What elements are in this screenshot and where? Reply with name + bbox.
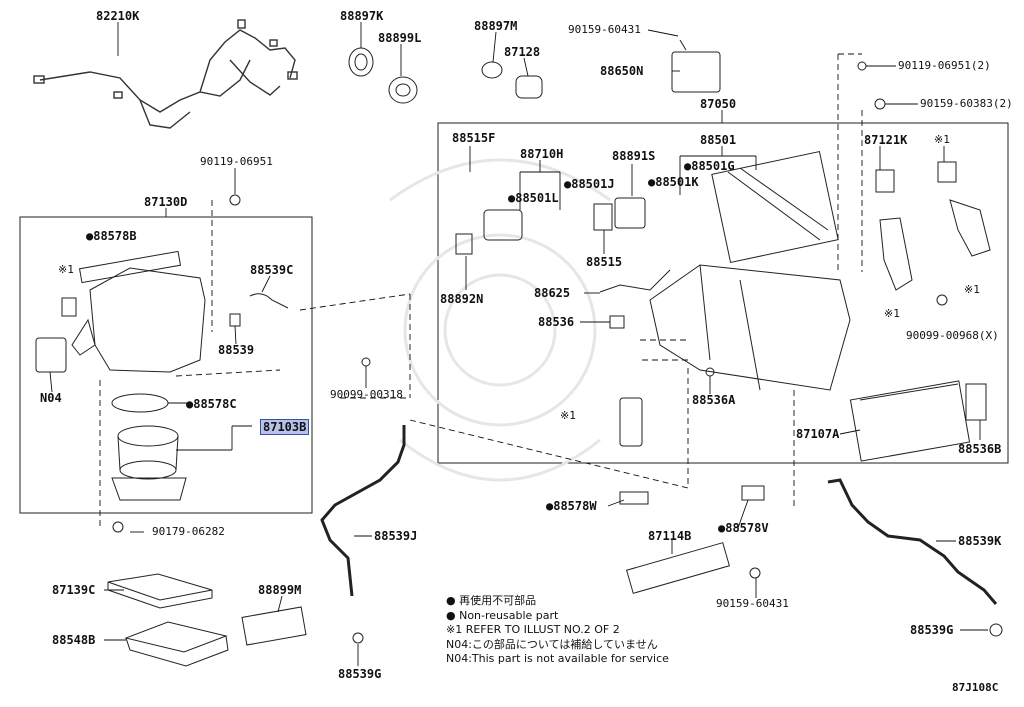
label-88710H: 88710H (520, 147, 564, 161)
diagram-code: 87J108C (952, 681, 999, 694)
label-87107A: 87107A (796, 427, 840, 441)
label-90159-60383-2: 90159-60383(2) (920, 97, 1013, 110)
bracket-87121K (875, 169, 895, 193)
label-88501K: ●88501K (648, 175, 699, 189)
label-90179-06282: 90179-06282 (152, 525, 225, 538)
label-88539G-left: 88539G (338, 667, 382, 681)
label-N04: N04 (40, 391, 62, 405)
label-88650N: 88650N (600, 64, 644, 78)
label-88625: 88625 (534, 286, 571, 300)
group-box-87050 (437, 122, 1009, 464)
label-87050: 87050 (700, 97, 737, 111)
group-box-87130D (19, 216, 313, 514)
label-87114B: 87114B (648, 529, 692, 543)
sheet-88899M (241, 606, 307, 646)
label-88536A: 88536A (692, 393, 736, 407)
legend-line-refer: ※1 REFER TO ILLUST NO.2 OF 2 (446, 623, 620, 636)
ring-88899L (388, 76, 418, 104)
label-90159-60431-bottom: 90159-60431 (716, 597, 789, 610)
label-88897K: 88897K (340, 9, 384, 23)
label-88501L: ●88501L (508, 191, 559, 205)
legend-line-jp-n04: N04:この部品については補給していません (446, 637, 658, 651)
hose-88539K (827, 478, 998, 605)
watermark (389, 158, 611, 482)
label-ref-1-b: ※1 (58, 263, 74, 276)
label-82210K: 82210K (96, 9, 140, 23)
label-88891S: 88891S (612, 149, 656, 163)
label-ref-1-c: ※1 (964, 283, 980, 296)
label-88578C: ●88578C (186, 397, 237, 411)
ptc-heater-87114B (626, 542, 730, 594)
label-88578B: ●88578B (86, 229, 137, 243)
label-88578W: ●88578W (546, 499, 597, 513)
label-88539: 88539 (218, 343, 255, 357)
label-87128: 87128 (504, 45, 541, 59)
screw-90119-06951-2 (857, 61, 867, 71)
label-ref-1-d: ※1 (884, 307, 900, 320)
label-90119-06951: 90119-06951 (200, 155, 273, 168)
label-88539G-right: 88539G (910, 623, 954, 637)
label-88899L: 88899L (378, 31, 422, 45)
label-88539K: 88539K (958, 534, 1002, 548)
blower-motor-87103B (111, 393, 187, 501)
blower-case (35, 250, 289, 373)
label-88578V: ●88578V (718, 521, 769, 535)
label-90099-00968: 90099-00968(X) (906, 329, 999, 342)
label-88899M: 88899M (258, 583, 302, 597)
label-ref-1-f: ※1 (560, 409, 576, 422)
seal-88897K (348, 47, 374, 77)
hose-88539J (320, 425, 406, 597)
wire-harness-82210K (33, 19, 298, 129)
case-88548B (124, 621, 228, 653)
label-88892N: 88892N (440, 292, 484, 306)
label-88536B: 88536B (958, 442, 1002, 456)
legend-line-jp-nonreusable: ● 再使用不可部品 (446, 594, 537, 607)
label-87121K: 87121K (864, 133, 908, 147)
label-88501: 88501 (700, 133, 737, 147)
legend: ● 再使用不可部品 ● Non-reusable part ※1 REFER T… (446, 594, 669, 667)
label-88501G: ●88501G (684, 159, 735, 173)
label-90119-06951-2: 90119-06951(2) (898, 59, 991, 72)
legend-line-n04: N04:This part is not available for servi… (446, 652, 669, 665)
label-88501J: ●88501J (564, 177, 615, 191)
label-ref-1-a: ※1 (934, 133, 950, 146)
seal-88897M (481, 61, 503, 79)
label-88539J: 88539J (374, 529, 418, 543)
label-88548B: 88548B (52, 633, 96, 647)
label-88515F: 88515F (452, 131, 496, 145)
filter-87139C (107, 573, 213, 601)
label-88515: 88515 (586, 255, 623, 269)
label-87130D: 87130D (144, 195, 188, 209)
label-88539C: 88539C (250, 263, 294, 277)
cover-88650N (671, 51, 721, 93)
label-88536: 88536 (538, 315, 575, 329)
hvac-unit (649, 150, 851, 391)
screw-90159-60383-2 (874, 98, 886, 110)
label-87139C: 87139C (52, 583, 96, 597)
label-87103B-highlighted[interactable]: 87103B (260, 419, 310, 435)
label-88897M: 88897M (474, 19, 518, 33)
label-90159-60431-top: 90159-60431 (568, 23, 641, 36)
heater-core-87107A (849, 380, 971, 462)
label-90099-00318: 90099-00318 (330, 388, 403, 401)
plug-87128 (515, 75, 543, 99)
legend-line-nonreusable: ● Non-reusable part (446, 608, 559, 622)
